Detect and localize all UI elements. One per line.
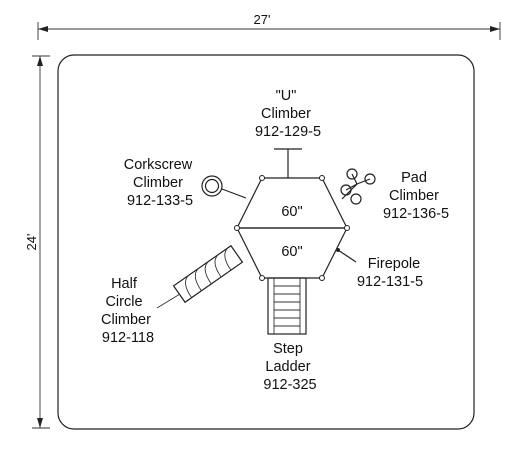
use-zone-boundary [57,54,475,430]
pad-climber-symbol [340,168,376,205]
width-label: 27' [254,12,271,27]
corkscrew-climber-label: Corkscrew Climber 912-133-5 [124,157,197,209]
u-climber-label: "U" Climber 912-129-5 [255,88,321,140]
firepole-symbol [336,248,357,263]
u-climber-symbol [274,148,302,178]
corkscrew-climber-symbol [201,175,247,199]
lower-deck-height: 60" [281,244,302,260]
step-ladder-label: Step Ladder 912-325 [263,341,316,393]
half-circle-climber-symbol [172,244,244,304]
depth-dimension: 24' [24,55,50,429]
upper-deck [236,177,348,229]
hex-deck-structure: 60" 60" [234,175,350,281]
width-dimension: 27' [37,12,501,40]
half-circle-climber-label: Half Circle Climber 912-118 [101,276,155,346]
depth-label: 24' [24,234,39,251]
half-circle-climber-leader [156,293,181,309]
upper-deck-height: 60" [281,204,302,220]
pad-climber-label: Pad Climber 912-136-5 [383,170,449,222]
step-ladder-symbol [267,277,307,335]
firepole-label: Firepole 912-131-5 [357,256,424,290]
